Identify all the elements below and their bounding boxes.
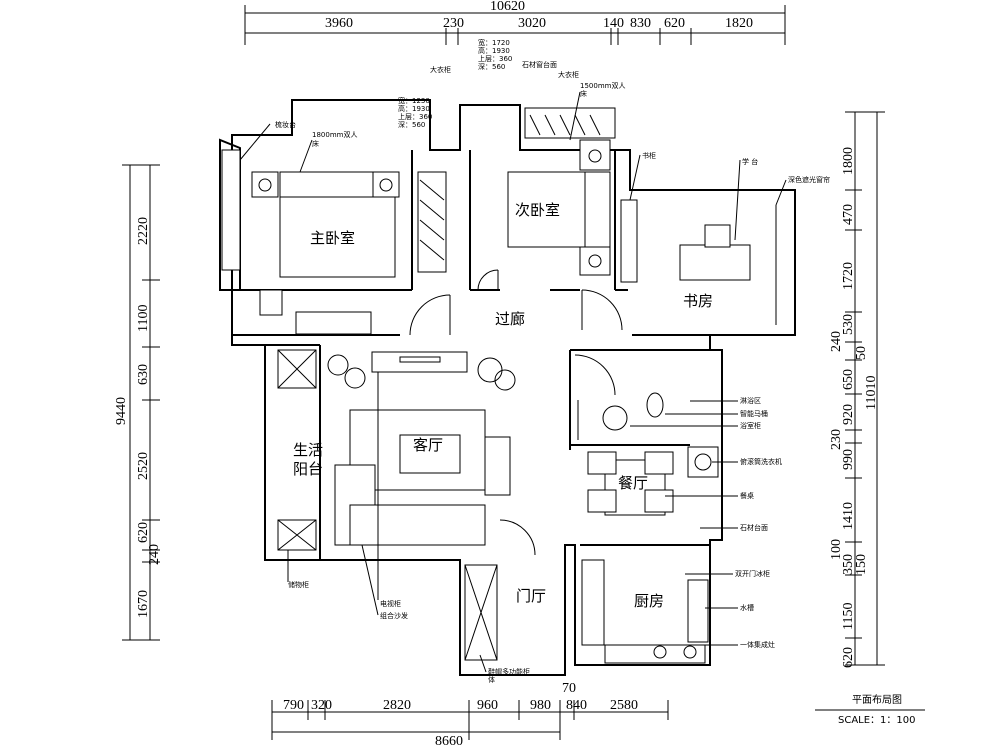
bottom-dim-seg: 790 bbox=[283, 698, 304, 713]
top-dim-seg: 1820 bbox=[725, 16, 753, 31]
top-dim-seg: 830 bbox=[630, 16, 651, 31]
annotation-desk: 学 台 bbox=[742, 157, 758, 166]
annotation-shoe-cabinet-b: 体 bbox=[488, 675, 495, 684]
annotation-tv-cabinet: 电视柜 bbox=[380, 599, 401, 608]
right-dim-seg: 920 bbox=[841, 404, 856, 425]
right-dim-seg: 100 bbox=[829, 539, 844, 560]
right-dim-total: 11010 bbox=[864, 376, 879, 410]
bottom-dim-seg: 2820 bbox=[383, 698, 411, 713]
right-dimensions: 1800 470 1720 530 240 50 650 920 230 990… bbox=[829, 111, 885, 668]
room-label-living-room: 客厅 bbox=[413, 436, 443, 454]
annotation-washer: 俯滚筒洗衣机 bbox=[740, 457, 782, 466]
annotation-wardrobe-1-spec: 上层：360 bbox=[398, 112, 432, 121]
bottom-dimensions: 790 320 2820 960 980 70 840 2580 8660 bbox=[271, 681, 669, 749]
room-label-foyer: 门厅 bbox=[516, 587, 546, 605]
annotation-bed-1800-b: 床 bbox=[312, 139, 319, 148]
left-dim-seg: 1670 bbox=[136, 590, 151, 618]
room-label-dining: 餐厅 bbox=[618, 474, 648, 492]
annotation-bed-1500-b: 床 bbox=[580, 89, 587, 98]
right-dim-seg: 350 bbox=[841, 554, 856, 575]
annotation-wardrobe-2-spec: 高：1930 bbox=[478, 46, 510, 55]
annotation-wardrobe-2-spec: 上层：360 bbox=[478, 54, 512, 63]
annotation-wardrobe-1-spec: 深：560 bbox=[398, 120, 425, 129]
right-dim-seg: 990 bbox=[841, 449, 856, 470]
room-label-balcony-2: 阳台 bbox=[293, 460, 323, 478]
bottom-dim-seg: 840 bbox=[566, 698, 587, 713]
room-label-corridor: 过廊 bbox=[495, 310, 525, 328]
annotation-wardrobe-1: 大衣柜 bbox=[430, 65, 451, 74]
right-dim-seg: 240 bbox=[829, 331, 844, 352]
annotation-cabinet-door: 双开门冰柜 bbox=[735, 569, 770, 578]
annotation-stone-sill: 石材窗台面 bbox=[522, 60, 557, 69]
bottom-dim-seg: 2580 bbox=[610, 698, 638, 713]
top-dim-total: 10620 bbox=[490, 0, 525, 14]
annotation-dresser: 梳妆台 bbox=[275, 120, 296, 129]
right-dim-seg: 1410 bbox=[841, 502, 856, 530]
annotation-bed-1800: 1800mm双人 bbox=[312, 131, 357, 139]
annotation-sofa: 组合沙发 bbox=[380, 611, 408, 620]
top-dimensions: 10620 3960 230 3020 140 830 620 1820 bbox=[244, 0, 786, 45]
bottom-dim-seg: 320 bbox=[311, 698, 332, 713]
annotation-bed-1500: 1500mm双人 bbox=[580, 82, 625, 90]
right-dim-seg: 50 bbox=[854, 346, 869, 360]
annotation-wardrobe-1-spec: 高：1930 bbox=[398, 104, 430, 113]
right-dim-seg: 230 bbox=[829, 429, 844, 450]
annotation-dining-table: 餐桌 bbox=[740, 491, 754, 500]
right-dim-seg: 150 bbox=[854, 554, 869, 575]
annotation-wardrobe-2: 大衣柜 bbox=[558, 70, 579, 79]
left-dim-seg: 620 bbox=[136, 522, 151, 543]
room-label-study: 书房 bbox=[683, 292, 713, 310]
right-dim-seg: 470 bbox=[841, 204, 856, 225]
right-dim-seg: 620 bbox=[841, 647, 856, 668]
room-labels: 主卧室 次卧室 书房 过廊 客厅 生活 阳台 餐厅 门厅 厨房 bbox=[293, 201, 713, 610]
annotation-bookcase: 书柜 bbox=[642, 151, 656, 160]
room-label-second-bedroom: 次卧室 bbox=[515, 201, 560, 219]
annotations: 梳妆台 1800mm双人 床 大衣柜 宽：1230 高：1930 上层：360 … bbox=[239, 38, 830, 684]
plan-title: 平面布局图 bbox=[852, 694, 902, 706]
title-block: 平面布局图 SCALE：1：100 bbox=[815, 694, 925, 726]
bottom-dim-seg: 980 bbox=[530, 698, 551, 713]
bottom-dim-total: 8660 bbox=[435, 734, 463, 749]
annotation-wardrobe-2-spec: 深：560 bbox=[478, 62, 505, 71]
left-dim-seg: 240 bbox=[147, 544, 162, 565]
top-dim-seg: 3960 bbox=[325, 16, 353, 31]
annotation-stone-counter: 石材台面 bbox=[740, 523, 768, 532]
left-dim-seg: 2520 bbox=[136, 452, 151, 480]
top-dim-seg: 620 bbox=[664, 16, 685, 31]
left-dim-total: 9440 bbox=[114, 397, 129, 425]
annotation-storage: 储物柜 bbox=[288, 580, 309, 589]
annotation-wardrobe-2-spec: 宽：1720 bbox=[478, 38, 510, 47]
annotation-curtain: 深色遮光窗帘 bbox=[788, 175, 830, 184]
annotation-vanity: 浴室柜 bbox=[740, 421, 761, 430]
right-dim-seg: 530 bbox=[841, 314, 856, 335]
right-dim-seg: 1150 bbox=[841, 603, 856, 630]
left-dim-seg: 2220 bbox=[136, 217, 151, 245]
left-dimensions: 9440 2220 1100 630 2520 620 240 1670 bbox=[114, 164, 162, 641]
annotation-wardrobe-1-spec: 宽：1230 bbox=[398, 96, 430, 105]
bottom-dim-seg: 960 bbox=[477, 698, 498, 713]
plan-scale: SCALE：1：100 bbox=[838, 715, 916, 726]
annotation-sink: 水槽 bbox=[740, 603, 754, 612]
annotation-toilet: 智能马桶 bbox=[740, 409, 768, 418]
bottom-dim-seg: 70 bbox=[562, 681, 576, 696]
furniture bbox=[221, 107, 777, 664]
top-dim-seg: 140 bbox=[603, 16, 624, 31]
right-dim-seg: 1720 bbox=[841, 262, 856, 290]
left-dim-seg: 630 bbox=[136, 364, 151, 385]
right-dim-seg: 1800 bbox=[841, 147, 856, 175]
room-label-master-bedroom: 主卧室 bbox=[310, 229, 355, 247]
room-label-kitchen: 厨房 bbox=[634, 592, 664, 610]
room-label-balcony-1: 生活 bbox=[293, 441, 323, 459]
doors bbox=[409, 269, 623, 556]
top-dim-seg: 230 bbox=[443, 16, 464, 31]
right-dim-seg: 650 bbox=[841, 369, 856, 390]
annotation-stove: 一体集成灶 bbox=[740, 640, 775, 649]
annotation-shower: 淋浴区 bbox=[740, 396, 761, 405]
top-dim-seg: 3020 bbox=[518, 16, 546, 31]
annotation-shoe-cabinet: 鞋帽多功能柜 bbox=[488, 667, 530, 676]
left-dim-seg: 1100 bbox=[136, 305, 151, 332]
